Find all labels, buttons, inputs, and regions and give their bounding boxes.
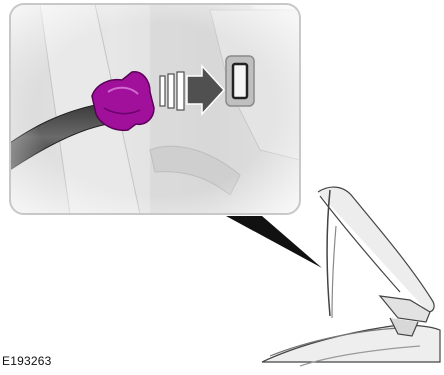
figure-code: E193263: [2, 354, 51, 368]
detail-inset: [0, 4, 300, 214]
callout-pointer: [226, 216, 322, 268]
